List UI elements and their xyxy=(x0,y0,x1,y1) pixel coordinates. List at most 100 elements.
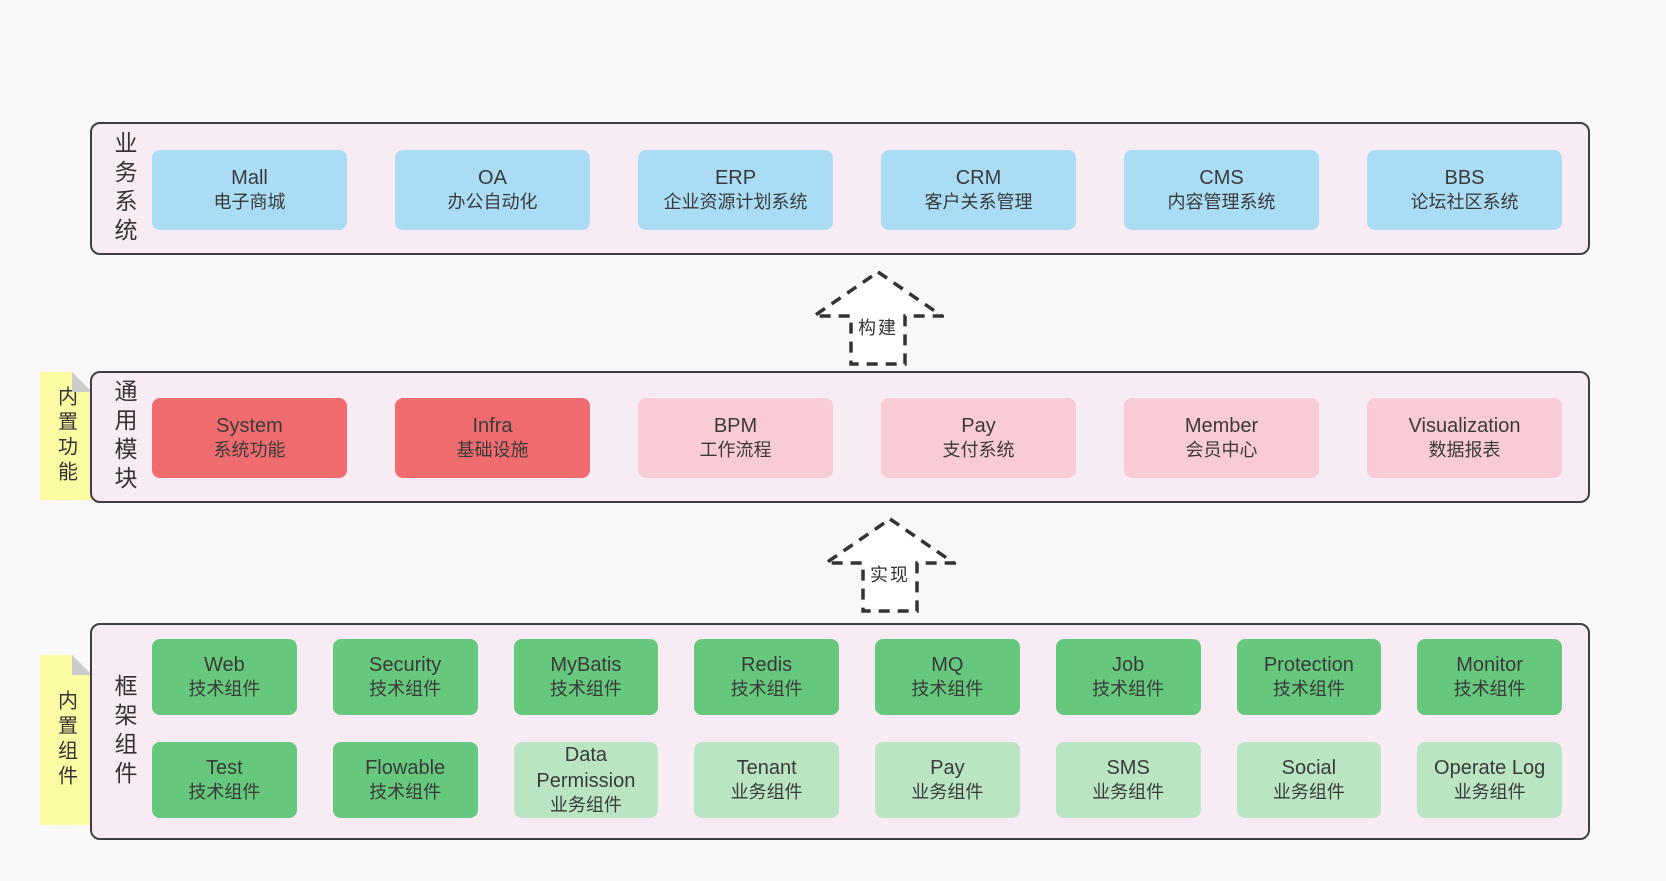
module-title: BPM xyxy=(713,415,758,438)
component-title: Tenant xyxy=(736,757,797,780)
module-subtitle: 会员中心 xyxy=(1185,440,1258,461)
component-title: Redis xyxy=(741,654,793,677)
module-subtitle: 系统功能 xyxy=(213,440,286,461)
component-subtitle: 技术组件 xyxy=(730,679,803,700)
component-box-data-permission: Data Permission 业务组件 xyxy=(513,742,659,818)
component-box-flowable: Flowable 技术组件 xyxy=(332,742,478,818)
component-box-social: Social 业务组件 xyxy=(1236,742,1382,818)
component-box-security: Security 技术组件 xyxy=(332,639,478,715)
component-subtitle: 业务组件 xyxy=(911,782,984,803)
component-title: Web xyxy=(203,654,245,677)
component-title: Data Permission xyxy=(536,744,636,793)
module-box-cms: CMS 内容管理系统 xyxy=(1124,150,1319,230)
component-box-mq: MQ 技术组件 xyxy=(875,639,1020,715)
module-subtitle: 论坛社区系统 xyxy=(1410,192,1519,213)
module-box-pay: Pay 支付系统 xyxy=(881,398,1076,478)
component-box-job: Job 技术组件 xyxy=(1055,639,1201,715)
module-subtitle: 基础设施 xyxy=(456,440,529,461)
module-subtitle: 数据报表 xyxy=(1428,440,1501,461)
module-title: CRM xyxy=(955,167,1002,190)
module-title: Infra xyxy=(472,415,513,438)
business-box-row: Mall 电子商城 OA 办公自动化 ERP 企业资源计划系统 CRM 客户关系… xyxy=(152,150,1562,230)
sticky-note-built-in-functions: 内置功能 xyxy=(40,372,92,500)
component-title: Test xyxy=(206,757,243,780)
component-box-protection: Protection 技术组件 xyxy=(1236,639,1382,715)
component-title: SMS xyxy=(1106,757,1150,780)
component-subtitle: 技术组件 xyxy=(188,679,261,700)
module-box-system: System 系统功能 xyxy=(152,398,347,478)
module-title: Mall xyxy=(231,167,268,190)
module-box-infra: Infra 基础设施 xyxy=(395,398,590,478)
component-box-redis: Redis 技术组件 xyxy=(694,639,839,715)
module-subtitle: 支付系统 xyxy=(942,440,1015,461)
component-subtitle: 技术组件 xyxy=(1453,679,1526,700)
component-subtitle: 技术组件 xyxy=(369,782,442,803)
component-subtitle: 技术组件 xyxy=(369,679,442,700)
sticky-note-label: 内置功能 xyxy=(54,386,77,486)
component-subtitle: 技术组件 xyxy=(188,782,261,803)
module-title: OA xyxy=(478,167,507,190)
component-box-web: Web 技术组件 xyxy=(152,639,297,715)
component-subtitle: 业务组件 xyxy=(1272,782,1345,803)
module-subtitle: 企业资源计划系统 xyxy=(663,192,808,213)
up-arrow-icon xyxy=(824,516,956,613)
component-subtitle: 技术组件 xyxy=(1272,679,1345,700)
component-subtitle: 业务组件 xyxy=(730,782,803,803)
component-title: Social xyxy=(1281,757,1337,780)
component-box-monitor: Monitor 技术组件 xyxy=(1417,639,1562,715)
component-title: Protection xyxy=(1263,654,1354,677)
band-framework-components: 框架组件 Web 技术组件 Security 技术组件 MyBatis 技术组件… xyxy=(90,623,1590,840)
module-title: Visualization xyxy=(1408,415,1521,438)
component-title: Flowable xyxy=(365,757,446,780)
module-box-erp: ERP 企业资源计划系统 xyxy=(638,150,833,230)
component-subtitle: 技术组件 xyxy=(549,679,622,700)
module-subtitle: 工作流程 xyxy=(699,440,772,461)
component-subtitle: 业务组件 xyxy=(1453,782,1526,803)
module-box-crm: CRM 客户关系管理 xyxy=(881,150,1076,230)
component-box-mybatis: MyBatis 技术组件 xyxy=(513,639,659,715)
module-box-bpm: BPM 工作流程 xyxy=(638,398,833,478)
module-box-oa: OA 办公自动化 xyxy=(395,150,590,230)
arrow-label-implement: 实现 xyxy=(870,565,910,585)
components-box-row-1: Web 技术组件 Security 技术组件 MyBatis 技术组件 Redi… xyxy=(152,639,1562,715)
component-box-pay: Pay 业务组件 xyxy=(875,742,1020,818)
module-box-mall: Mall 电子商城 xyxy=(152,150,347,230)
component-subtitle: 技术组件 xyxy=(911,679,984,700)
module-title: System xyxy=(216,415,283,438)
arrow-label-build: 构建 xyxy=(858,318,898,338)
component-subtitle: 技术组件 xyxy=(1092,679,1165,700)
module-title: Member xyxy=(1184,415,1259,438)
module-title: Pay xyxy=(961,415,996,438)
sticky-note-built-in-components: 内置组件 xyxy=(40,655,92,825)
component-title: Monitor xyxy=(1456,654,1523,677)
band-common-modules: 通用模块 System 系统功能 Infra 基础设施 BPM 工作流程 Pay… xyxy=(90,371,1590,503)
module-subtitle: 办公自动化 xyxy=(447,192,538,213)
components-box-row-2: Test 技术组件 Flowable 技术组件 Data Permission … xyxy=(152,742,1562,818)
component-title: MyBatis xyxy=(550,654,622,677)
component-title: Operate Log xyxy=(1434,757,1546,780)
component-box-tenant: Tenant 业务组件 xyxy=(694,742,839,818)
module-box-member: Member 会员中心 xyxy=(1124,398,1319,478)
dashed-up-arrow-implement: 实现 xyxy=(824,515,956,615)
component-box-sms: SMS 业务组件 xyxy=(1055,742,1201,818)
band-label-components: 框架组件 xyxy=(111,673,137,790)
module-title: ERP xyxy=(714,167,757,190)
sticky-note-label: 内置组件 xyxy=(54,690,77,790)
component-subtitle: 业务组件 xyxy=(549,795,622,816)
component-title: MQ xyxy=(931,654,964,677)
modules-box-row: System 系统功能 Infra 基础设施 BPM 工作流程 Pay 支付系统… xyxy=(152,398,1562,478)
component-box-operate-log: Operate Log 业务组件 xyxy=(1417,742,1562,818)
up-arrow-icon xyxy=(812,269,944,366)
module-subtitle: 客户关系管理 xyxy=(924,192,1033,213)
module-subtitle: 内容管理系统 xyxy=(1167,192,1276,213)
component-title: Job xyxy=(1112,654,1145,677)
component-title: Pay xyxy=(930,757,965,780)
module-box-visualization: Visualization 数据报表 xyxy=(1367,398,1562,478)
dashed-up-arrow-build: 构建 xyxy=(812,268,944,368)
module-subtitle: 电子商城 xyxy=(213,192,286,213)
band-label-business: 业务系统 xyxy=(111,130,137,247)
module-title: BBS xyxy=(1444,167,1485,190)
module-box-bbs: BBS 论坛社区系统 xyxy=(1367,150,1562,230)
band-label-modules: 通用模块 xyxy=(111,379,137,495)
